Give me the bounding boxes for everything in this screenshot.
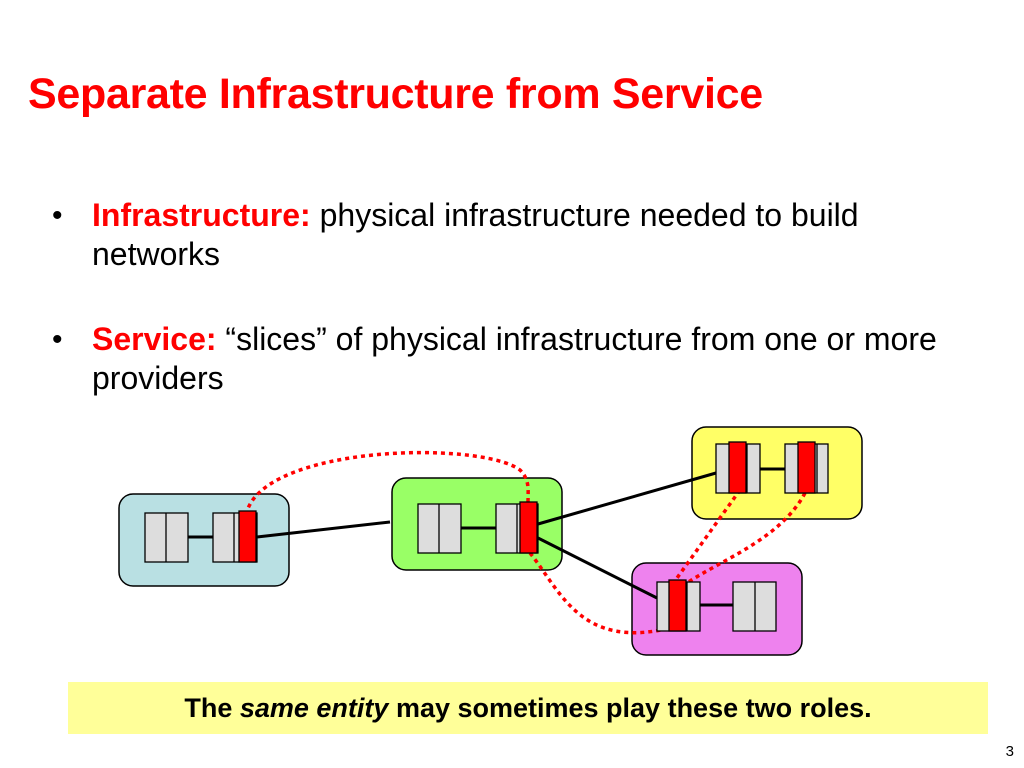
callout-suffix: may sometimes play these two roles. bbox=[388, 692, 872, 723]
bullet-dot-icon: • bbox=[52, 199, 63, 232]
link-blue-green bbox=[256, 520, 391, 539]
bullet-service: • Service: “slices” of physical infrastr… bbox=[52, 320, 992, 398]
slice-marker bbox=[519, 501, 538, 554]
node-yellow-1 bbox=[715, 441, 761, 494]
bullet-term: Service: bbox=[92, 321, 217, 357]
page-number: 3 bbox=[1005, 743, 1014, 760]
slice-marker bbox=[797, 441, 816, 494]
node-magenta-1 bbox=[656, 579, 701, 632]
bullet-text: physical infrastructure needed to build … bbox=[92, 197, 859, 272]
node-yellow-2 bbox=[784, 441, 829, 494]
node-green-2 bbox=[495, 501, 539, 554]
slice-marker bbox=[668, 579, 687, 632]
node-green-1 bbox=[417, 503, 462, 554]
slice-links bbox=[244, 450, 807, 635]
physical-links bbox=[188, 467, 785, 607]
bullet-term: Infrastructure: bbox=[92, 197, 311, 233]
node-blue-1 bbox=[144, 512, 189, 563]
link-green-yellow bbox=[537, 471, 717, 526]
slice-marker bbox=[728, 441, 747, 494]
slide-title: Separate Infrastructure from Service bbox=[28, 70, 763, 118]
node-magenta-2 bbox=[732, 581, 777, 632]
slice-link-yellow-magenta-b bbox=[683, 492, 807, 587]
slice-link-blue-green bbox=[244, 450, 530, 516]
slice-link-yellow-magenta-a bbox=[670, 488, 742, 587]
slice-link-green-magenta bbox=[528, 551, 671, 635]
link-green-magenta bbox=[537, 536, 658, 600]
bullet-infrastructure: • Infrastructure: physical infrastructur… bbox=[52, 196, 992, 274]
callout-prefix: The bbox=[184, 692, 240, 723]
bullet-list: • Infrastructure: physical infrastructur… bbox=[52, 196, 992, 444]
node-blue-2 bbox=[212, 510, 258, 563]
bullet-text: “slices” of physical infrastructure from… bbox=[92, 321, 937, 396]
callout-box: The same entity may sometimes play these… bbox=[68, 682, 988, 734]
slice-marker bbox=[238, 510, 257, 563]
bullet-dot-icon: • bbox=[52, 323, 63, 356]
callout-emphasis: same entity bbox=[239, 692, 389, 723]
